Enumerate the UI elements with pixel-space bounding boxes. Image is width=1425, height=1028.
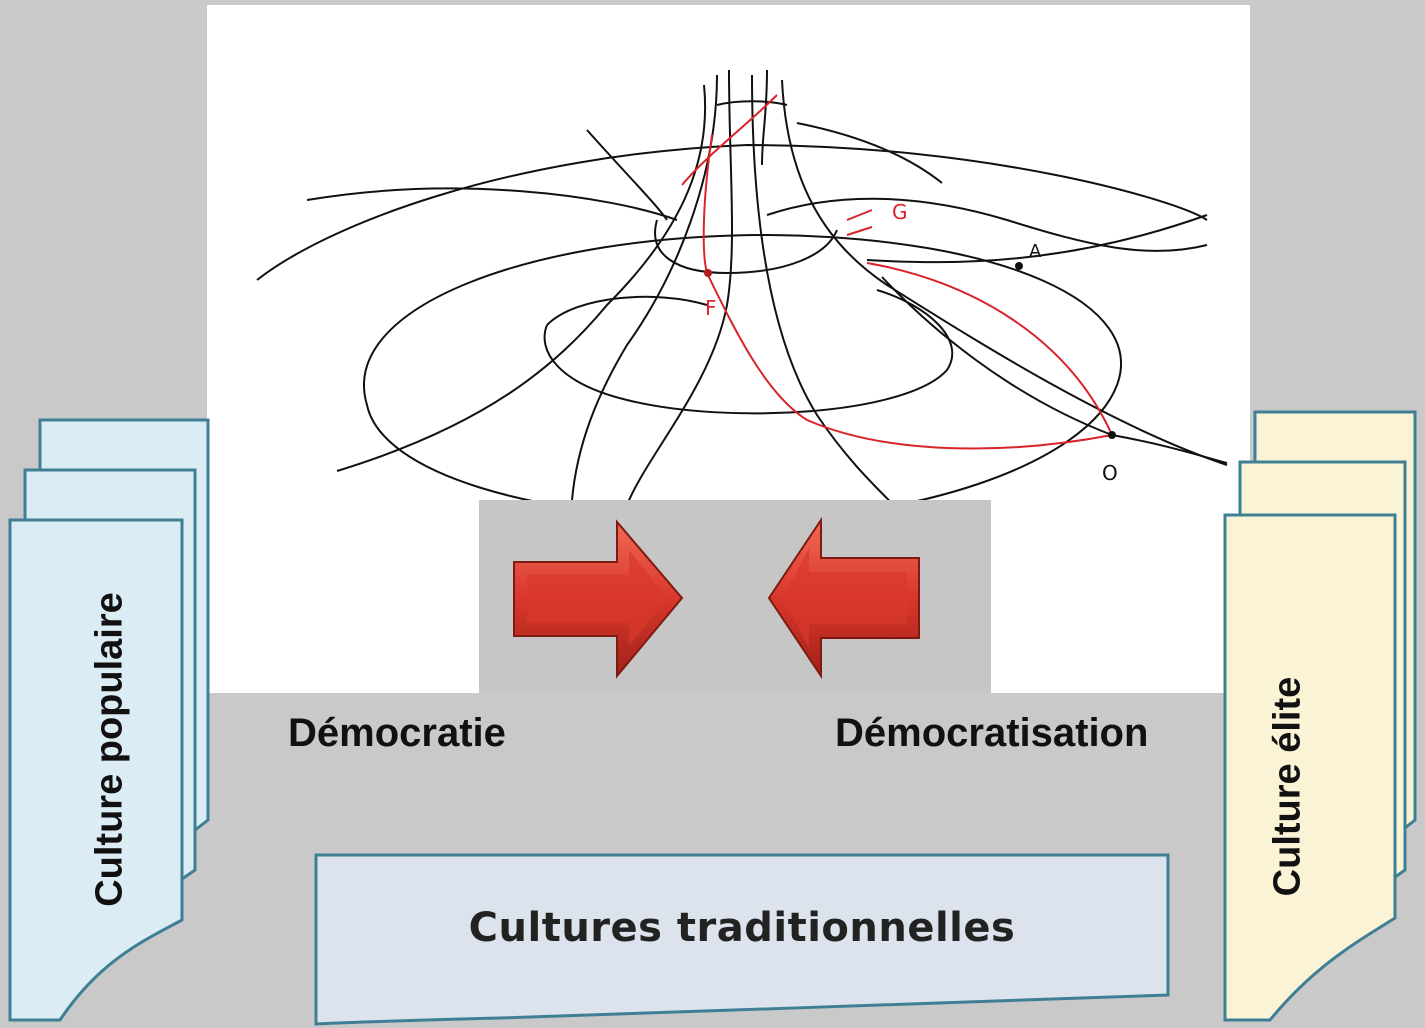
arrows-panel: [479, 500, 991, 693]
point-o: O: [1102, 461, 1118, 485]
culture-elite-label: Culture élite: [1266, 676, 1309, 897]
point-g: G: [892, 200, 908, 224]
right-arrow-icon: [513, 519, 684, 679]
democratisation-label: Démocratisation: [835, 711, 1149, 755]
left-arrow-icon: [767, 516, 920, 680]
funnel-sketch: G A F O: [256, 69, 1228, 522]
culture-populaire-label: Culture populaire: [88, 592, 131, 907]
democratie-label: Démocratie: [288, 711, 506, 755]
point-a: A: [1029, 241, 1042, 262]
right-document-stack: [1223, 410, 1417, 1022]
cultures-traditionnelles-label: Cultures traditionnelles: [468, 905, 1016, 951]
point-f: F: [705, 296, 717, 320]
